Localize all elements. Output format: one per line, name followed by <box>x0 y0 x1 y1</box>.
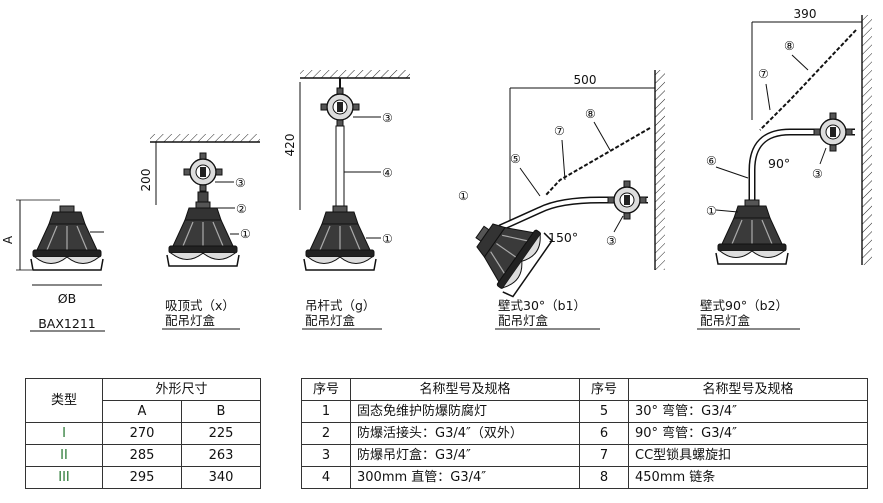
callout-3: ③ <box>235 176 246 190</box>
no-cell: 6 <box>579 422 629 445</box>
angle-label: 90° <box>768 156 790 171</box>
callout-3: ③ <box>812 167 823 181</box>
callout-3: ③ <box>606 234 617 248</box>
parts-table: 序号 名称型号及规格 序号 名称型号及规格 1 固态免维护防爆防腐灯 5 30°… <box>301 378 868 489</box>
type-cell: II <box>25 444 103 467</box>
callout-5: ⑤ <box>510 152 521 166</box>
callout-1: ① <box>706 204 717 218</box>
callout-1: ① <box>240 227 251 241</box>
variant-name: 壁式30°（b1） <box>498 298 586 313</box>
name-cell: 固态免维护防爆防腐灯 <box>350 400 580 423</box>
callout-1: ① <box>458 189 469 203</box>
no-cell: 8 <box>579 466 629 489</box>
name-cell: 防爆吊灯盒：G3/4″ <box>350 444 580 467</box>
no-cell: 3 <box>301 444 351 467</box>
variant-wall-90: 390 90° 壁式90°（b2） 配吊灯盒 <box>697 7 872 330</box>
name-cell: 防爆活接头：G3/4″（双外） <box>350 422 580 445</box>
callout-8: ⑧ <box>784 39 795 53</box>
angle-label: 150° <box>548 230 578 245</box>
b-cell: 225 <box>180 422 262 445</box>
callout-6: ⑥ <box>706 154 717 168</box>
no-cell: 7 <box>579 444 629 467</box>
header-b: B <box>180 400 262 423</box>
table-row: I 270 225 <box>25 422 262 445</box>
callout-7: ⑦ <box>554 124 565 138</box>
header-name: 名称型号及规格 <box>628 378 868 401</box>
a-cell: 270 <box>102 422 182 445</box>
table-row: III 295 340 <box>25 466 262 489</box>
header-no: 序号 <box>301 378 351 401</box>
b-cell: 263 <box>180 444 262 467</box>
dim-wall30: 500 <box>574 73 597 87</box>
type-cell: I <box>25 422 103 445</box>
header-no: 序号 <box>579 378 629 401</box>
header-type: 类型 <box>25 378 103 423</box>
header-name: 名称型号及规格 <box>350 378 580 401</box>
name-cell: 90° 弯管：G3/4″ <box>628 422 868 445</box>
no-cell: 4 <box>301 466 351 489</box>
name-cell: 450mm 链条 <box>628 466 868 489</box>
dimensions-table: 类型 外形尺寸 A B I 270 225 II 285 263 III 295… <box>25 378 262 489</box>
table-row: 1 固态免维护防爆防腐灯 5 30° 弯管：G3/4″ <box>301 400 868 423</box>
dim-b-label: ØB <box>58 291 76 306</box>
variant-wall-30: 500 150° 壁式30°（b1） 配吊灯盒 <box>458 70 665 330</box>
installation-diagram: A ØB BAX1211 200 吸顶式（x） 配吊灯盒 420 吊杆式（g） … <box>1 7 872 332</box>
callout-8: ⑧ <box>585 107 596 121</box>
variant-sub: 配吊灯盒 <box>165 313 216 328</box>
variant-name: 壁式90°（b2） <box>700 298 788 313</box>
variant-name: 吊杆式（g） <box>305 298 375 313</box>
table-row: 4 300mm 直管：G3/4″ 8 450mm 链条 <box>301 466 868 489</box>
variant-sub: 配吊灯盒 <box>305 313 356 328</box>
dim-ceiling: 200 <box>139 169 153 192</box>
a-cell: 295 <box>102 466 182 489</box>
dim-pendant: 420 <box>283 134 297 157</box>
header-a: A <box>102 400 182 423</box>
callout-3: ③ <box>382 111 393 125</box>
dim-a-label: A <box>1 235 15 244</box>
dim-wall90: 390 <box>794 7 817 21</box>
no-cell: 1 <box>301 400 351 423</box>
callout-7: ⑦ <box>758 67 769 81</box>
b-cell: 340 <box>180 466 262 489</box>
table-row: 2 防爆活接头：G3/4″（双外） 6 90° 弯管：G3/4″ <box>301 422 868 445</box>
name-cell: 30° 弯管：G3/4″ <box>628 400 868 423</box>
type-cell: III <box>25 466 103 489</box>
variant-sub: 配吊灯盒 <box>498 313 549 328</box>
name-cell: 300mm 直管：G3/4″ <box>350 466 580 489</box>
variant-sub: 配吊灯盒 <box>700 313 751 328</box>
callout-4: ④ <box>382 166 393 180</box>
variant-ceiling: 200 吸顶式（x） 配吊灯盒 <box>139 134 260 330</box>
variant-bare-lamp: A ØB BAX1211 <box>1 199 105 332</box>
callouts: ③ ② ① ③ ④ ① ① ⑤ ⑦ ⑧ ③ ⑧ ⑦ ⑥ ③ ① <box>90 39 827 248</box>
callout-1: ① <box>382 232 393 246</box>
a-cell: 285 <box>102 444 182 467</box>
no-cell: 2 <box>301 422 351 445</box>
variant-pendant: 420 吊杆式（g） 配吊灯盒 <box>283 70 410 330</box>
table-row: 3 防爆吊灯盒：G3/4″ 7 CC型锁具螺旋扣 <box>301 444 868 467</box>
no-cell: 5 <box>579 400 629 423</box>
callout-2: ② <box>236 202 247 216</box>
variant-code: BAX1211 <box>38 316 96 331</box>
name-cell: CC型锁具螺旋扣 <box>628 444 868 467</box>
header-dimensions: 外形尺寸 <box>102 378 261 401</box>
table-row: II 285 263 <box>25 444 262 467</box>
variant-name: 吸顶式（x） <box>165 298 235 313</box>
